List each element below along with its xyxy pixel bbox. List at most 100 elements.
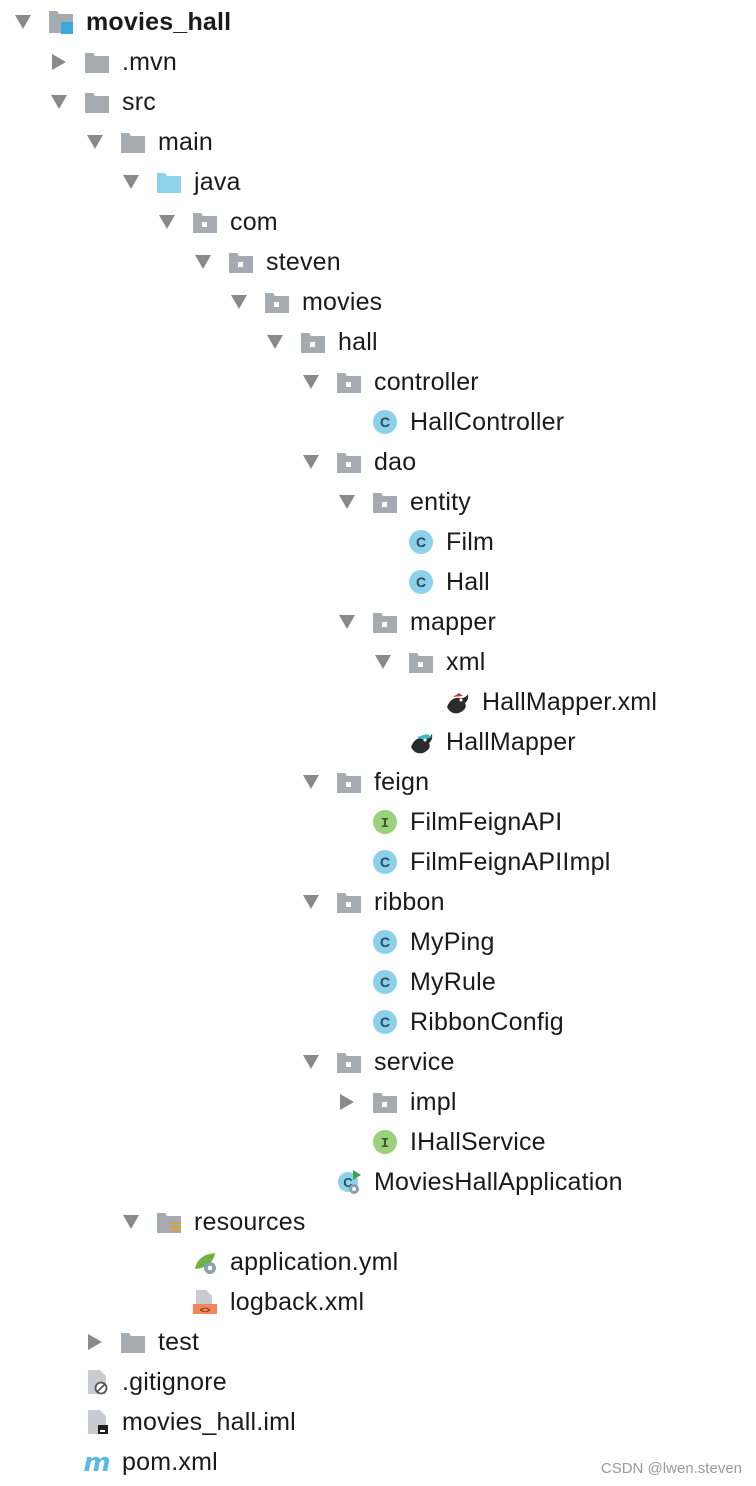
tree-node[interactable]: test bbox=[0, 1322, 756, 1362]
tree-node-label: application.yml bbox=[230, 1248, 399, 1276]
tree-node[interactable]: dao bbox=[0, 442, 756, 482]
package-icon bbox=[336, 449, 362, 475]
tree-node[interactable]: .gitignore bbox=[0, 1362, 756, 1402]
tree-node-label: HallMapper.xml bbox=[482, 688, 658, 716]
spring-app-icon: C bbox=[336, 1169, 362, 1195]
spring-yml-icon bbox=[192, 1249, 218, 1275]
tree-node[interactable]: application.yml bbox=[0, 1242, 756, 1282]
tree-node-label: com bbox=[230, 208, 278, 236]
svg-text:C: C bbox=[380, 934, 390, 950]
tree-node[interactable]: hall bbox=[0, 322, 756, 362]
expand-arrow-down-icon[interactable] bbox=[122, 1213, 140, 1231]
svg-text:I: I bbox=[381, 1136, 389, 1152]
tree-node[interactable]: xml bbox=[0, 642, 756, 682]
collapse-arrow-right-icon[interactable] bbox=[86, 1333, 104, 1351]
svg-text:C: C bbox=[380, 974, 390, 990]
expand-arrow-down-icon[interactable] bbox=[302, 893, 320, 911]
expand-arrow-down-icon[interactable] bbox=[86, 133, 104, 151]
tree-node-label: logback.xml bbox=[230, 1288, 365, 1316]
tree-node[interactable]: .mvn bbox=[0, 42, 756, 82]
tree-node-label: HallMapper bbox=[446, 728, 576, 756]
expand-arrow-down-icon[interactable] bbox=[338, 613, 356, 631]
interface-icon: I bbox=[372, 1129, 398, 1155]
tree-node-label: pom.xml bbox=[122, 1448, 218, 1476]
tree-node-label: entity bbox=[410, 488, 471, 516]
class-icon: C bbox=[372, 969, 398, 995]
tree-node-label: mapper bbox=[410, 608, 496, 636]
collapse-arrow-right-icon[interactable] bbox=[338, 1093, 356, 1111]
tree-node-label: steven bbox=[266, 248, 341, 276]
tree-node-label: controller bbox=[374, 368, 479, 396]
tree-node[interactable]: C MyPing bbox=[0, 922, 756, 962]
expand-arrow-down-icon[interactable] bbox=[302, 453, 320, 471]
tree-node[interactable]: src bbox=[0, 82, 756, 122]
source-folder-icon bbox=[156, 169, 182, 195]
module-icon bbox=[48, 9, 74, 35]
watermark: CSDN @lwen.steven bbox=[600, 1460, 742, 1477]
expand-arrow-down-icon[interactable] bbox=[302, 773, 320, 791]
tree-node[interactable]: movies_hall.iml bbox=[0, 1402, 756, 1442]
expand-arrow-down-icon[interactable] bbox=[122, 173, 140, 191]
class-icon: C bbox=[372, 409, 398, 435]
ignore-file-icon bbox=[84, 1369, 110, 1395]
tree-node-label: test bbox=[158, 1328, 200, 1356]
tree-node-label: MyPing bbox=[410, 928, 495, 956]
tree-node-label: hall bbox=[338, 328, 378, 356]
tree-node-label: dao bbox=[374, 448, 417, 476]
tree-node-label: java bbox=[194, 168, 241, 196]
tree-node-label: resources bbox=[194, 1208, 306, 1236]
tree-node[interactable]: ribbon bbox=[0, 882, 756, 922]
tree-node[interactable]: entity bbox=[0, 482, 756, 522]
tree-node[interactable]: HallMapper bbox=[0, 722, 756, 762]
tree-node-label: FilmFeignAPI bbox=[410, 808, 563, 836]
tree-node[interactable]: feign bbox=[0, 762, 756, 802]
expand-arrow-down-icon[interactable] bbox=[194, 253, 212, 271]
package-icon bbox=[408, 649, 434, 675]
mybatis-mapper-icon bbox=[408, 729, 434, 755]
tree-node-label: IHallService bbox=[410, 1128, 546, 1156]
tree-node[interactable]: resources bbox=[0, 1202, 756, 1242]
tree-node[interactable]: impl bbox=[0, 1082, 756, 1122]
tree-node[interactable]: com bbox=[0, 202, 756, 242]
expand-arrow-down-icon[interactable] bbox=[302, 373, 320, 391]
tree-node[interactable]: I IHallService bbox=[0, 1122, 756, 1162]
tree-node[interactable]: steven bbox=[0, 242, 756, 282]
tree-node-label: ribbon bbox=[374, 888, 445, 916]
tree-node[interactable]: movies_hall bbox=[0, 2, 756, 42]
svg-text:C: C bbox=[380, 1014, 390, 1030]
expand-arrow-down-icon[interactable] bbox=[14, 13, 32, 31]
tree-node-label: movies bbox=[302, 288, 383, 316]
expand-arrow-down-icon[interactable] bbox=[266, 333, 284, 351]
expand-arrow-down-icon[interactable] bbox=[230, 293, 248, 311]
package-icon bbox=[264, 289, 290, 315]
tree-node-label: feign bbox=[374, 768, 430, 796]
collapse-arrow-right-icon[interactable] bbox=[50, 53, 68, 71]
tree-node[interactable]: java bbox=[0, 162, 756, 202]
tree-node[interactable]: controller bbox=[0, 362, 756, 402]
tree-node-label: Hall bbox=[446, 568, 490, 596]
expand-arrow-down-icon[interactable] bbox=[302, 1053, 320, 1071]
tree-node-label: .gitignore bbox=[122, 1368, 227, 1396]
tree-node[interactable]: movies bbox=[0, 282, 756, 322]
expand-arrow-down-icon[interactable] bbox=[374, 653, 392, 671]
tree-node[interactable]: main bbox=[0, 122, 756, 162]
expand-arrow-down-icon[interactable] bbox=[158, 213, 176, 231]
package-icon bbox=[336, 889, 362, 915]
package-icon bbox=[372, 1089, 398, 1115]
expand-arrow-down-icon[interactable] bbox=[50, 93, 68, 111]
tree-node[interactable]: <> logback.xml bbox=[0, 1282, 756, 1322]
expand-arrow-down-icon[interactable] bbox=[338, 493, 356, 511]
xml-file-icon: <> bbox=[192, 1289, 218, 1316]
tree-node[interactable]: service bbox=[0, 1042, 756, 1082]
tree-node[interactable]: mapper bbox=[0, 602, 756, 642]
tree-node[interactable]: HallMapper.xml bbox=[0, 682, 756, 722]
